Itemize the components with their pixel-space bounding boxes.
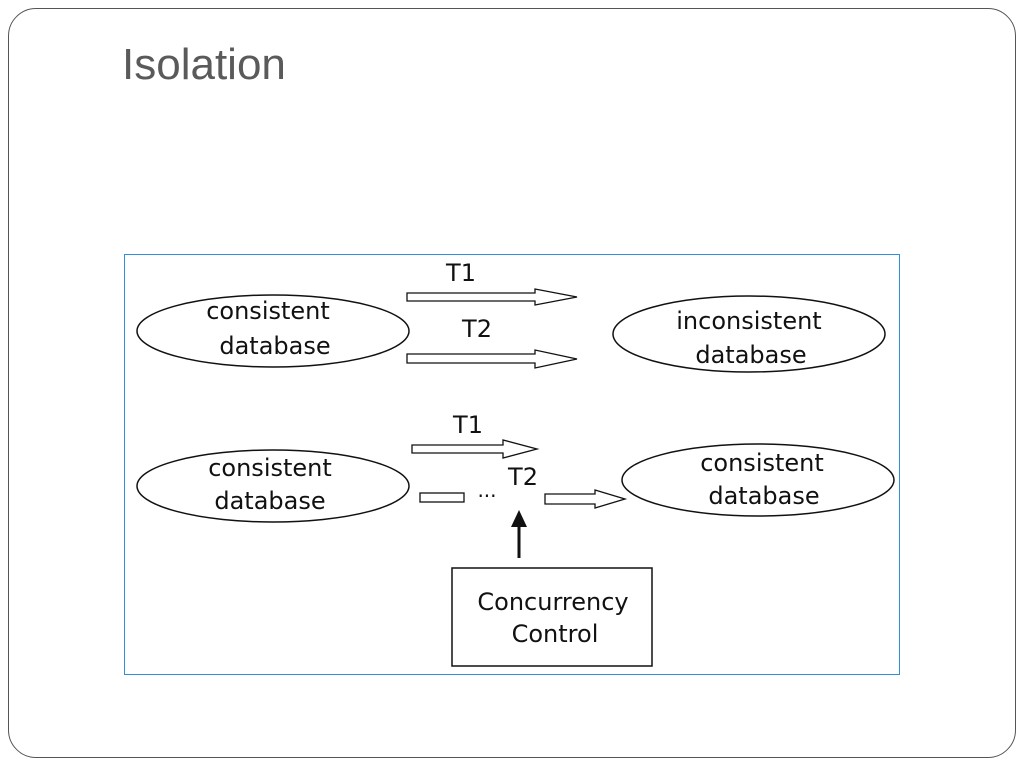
bottom-arrow-t2-label: T2 (507, 463, 538, 491)
bottom-t2-ellipsis: ... (477, 478, 496, 502)
top-t1-arrow (406, 288, 578, 306)
slide-title: Isolation (122, 40, 286, 89)
top-right-state-line1: inconsistent (676, 307, 821, 335)
isolation-diagram: consistent database inconsistent databas… (124, 254, 900, 675)
control-arrow-head (511, 510, 527, 527)
bottom-right-state-line1: consistent (700, 449, 824, 477)
bottom-t1-arrow (411, 439, 540, 459)
top-arrow-t1-label: T1 (445, 259, 476, 287)
top-left-state-line1: consistent (206, 297, 330, 325)
top-left-state-line2: database (219, 332, 330, 360)
top-left-state-ellipse (136, 294, 410, 368)
bottom-left-state-line1: consistent (208, 454, 332, 482)
bottom-arrow-t1-label: T1 (452, 411, 483, 439)
top-t2-arrow (406, 349, 578, 369)
bottom-right-state-line2: database (708, 482, 819, 510)
top-right-state-line2: database (695, 341, 806, 369)
top-arrow-t2-label: T2 (461, 315, 492, 343)
concurrency-control-box (451, 567, 653, 667)
control-box-line2: Control (512, 620, 599, 648)
bottom-right-state-ellipse (621, 443, 895, 517)
bottom-left-state-line2: database (214, 487, 325, 515)
control-box-line1: Concurrency (477, 588, 628, 616)
top-right-state-ellipse (612, 295, 886, 373)
bottom-t2-arrow-continuation (544, 489, 628, 509)
bottom-left-state-ellipse (136, 449, 410, 523)
diagram-canvas: consistent database inconsistent databas… (136, 259, 895, 667)
bottom-t2-arrow-stub (419, 492, 465, 503)
